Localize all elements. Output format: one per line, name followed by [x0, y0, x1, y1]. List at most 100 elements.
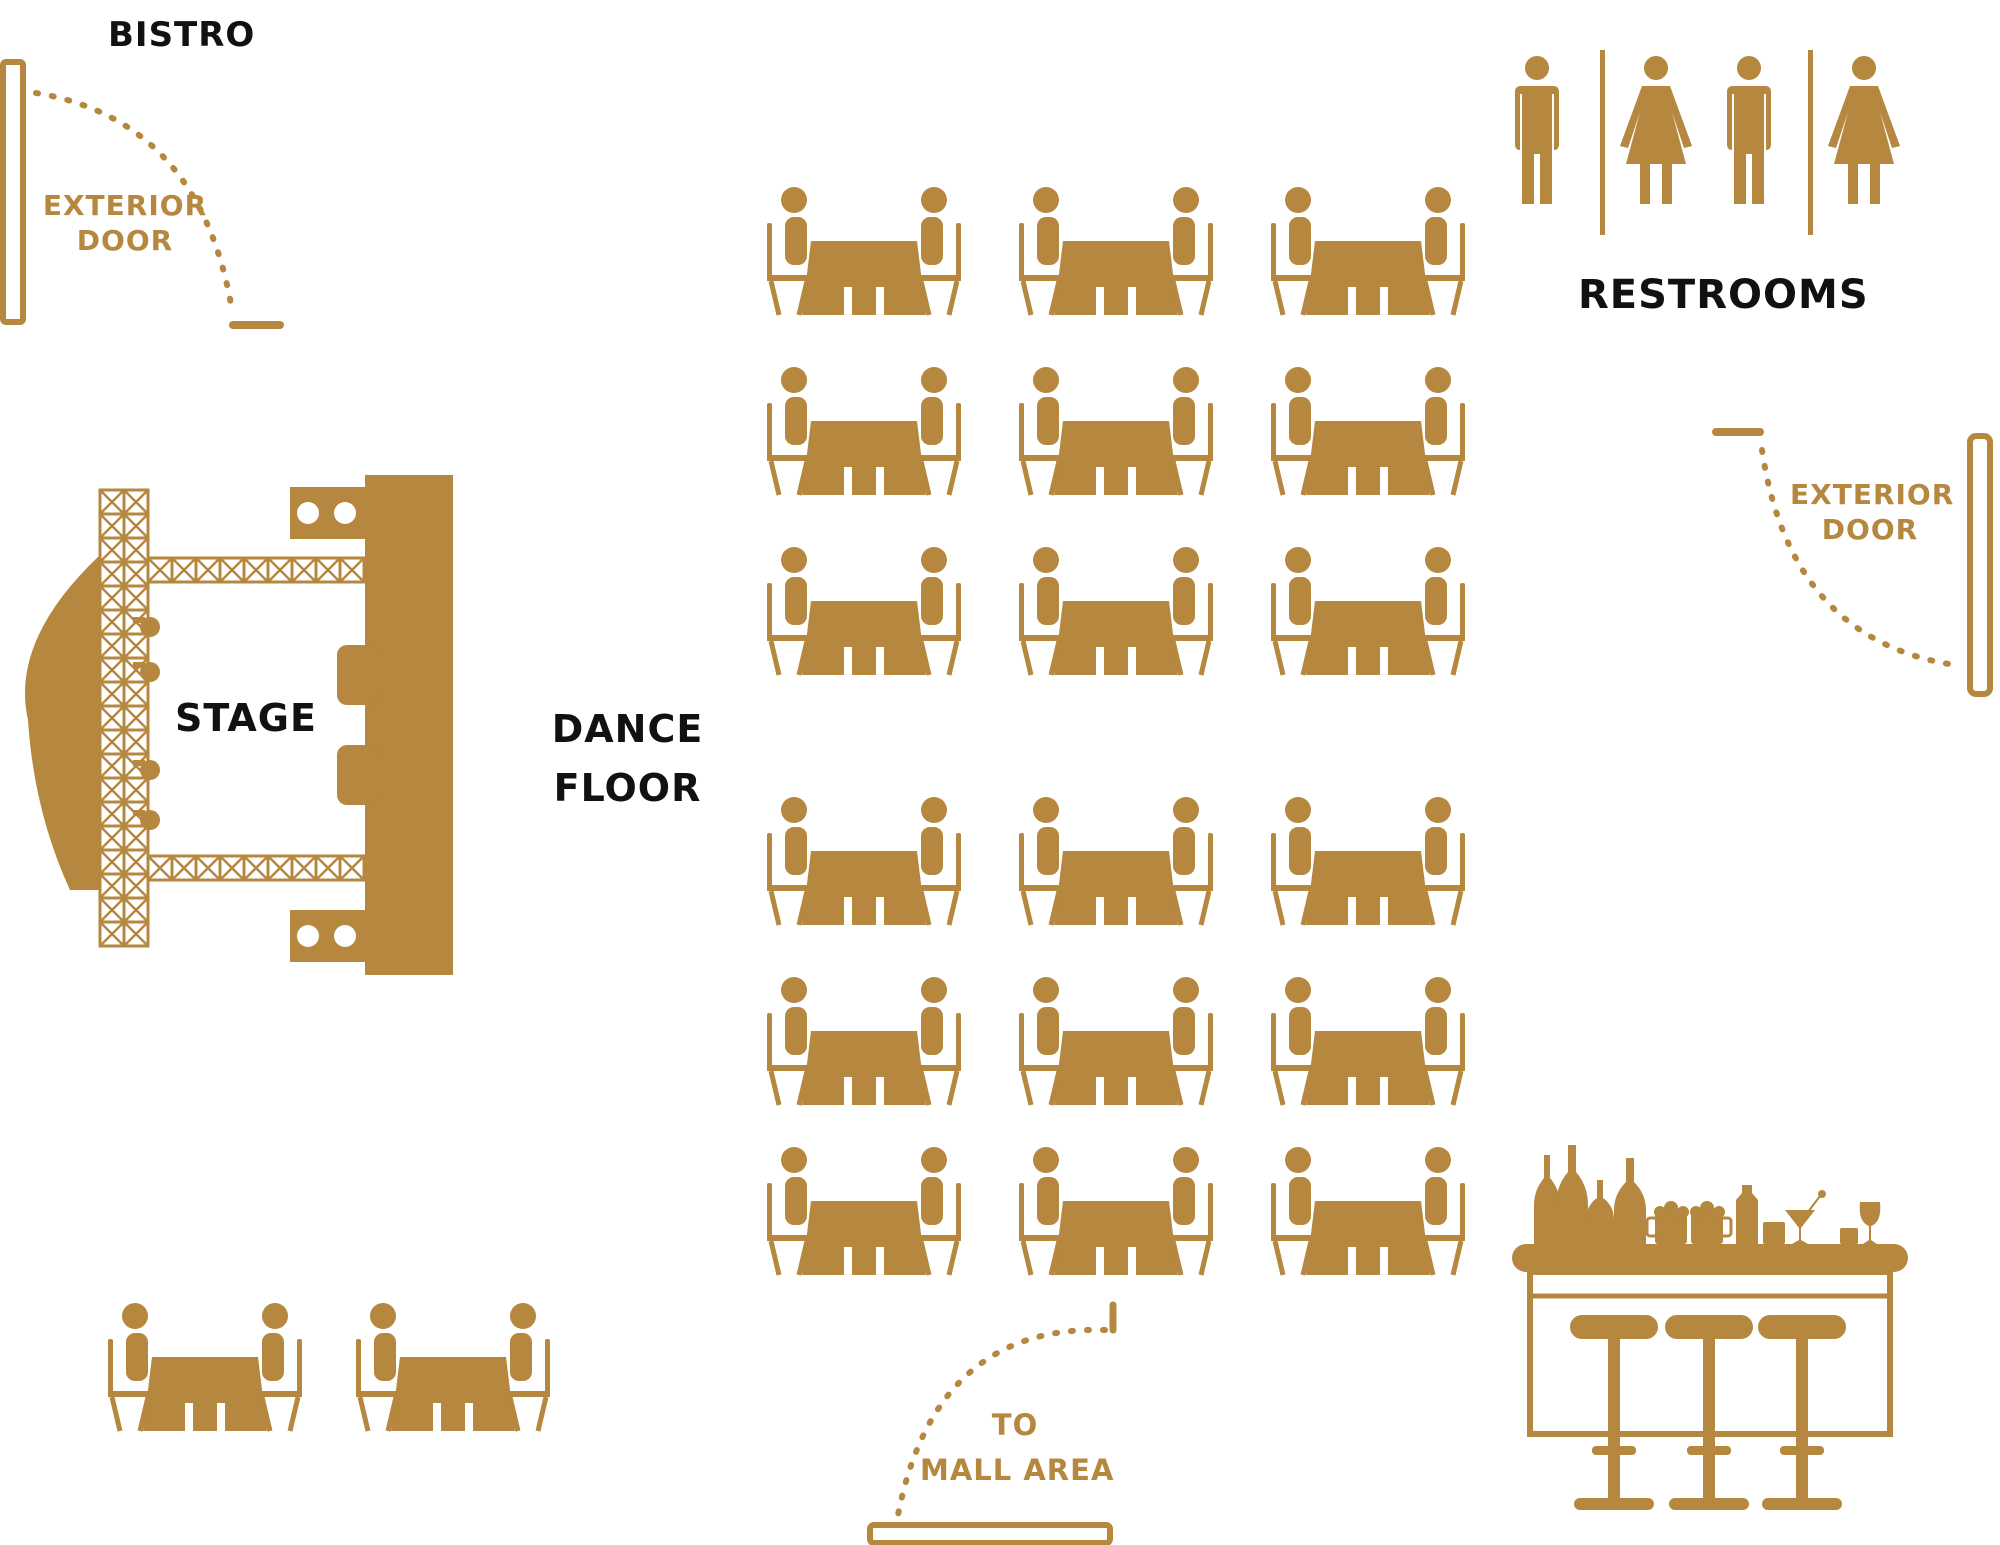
truss-segment [122, 824, 150, 852]
table-set-icon [767, 977, 961, 1105]
truss-segment [290, 854, 318, 882]
table-set-icon [1271, 797, 1465, 925]
exterior-door-right-line2: DOOR [1821, 513, 1919, 546]
truss-segment [122, 776, 150, 804]
dance-floor-line2: FLOOR [553, 765, 702, 810]
truss-segment [122, 848, 150, 876]
truss-segment [98, 776, 126, 804]
truss-segment [98, 536, 126, 564]
truss-segment [98, 560, 126, 588]
restroom-divider [1808, 50, 1813, 235]
table-set-icon [1019, 367, 1213, 495]
table-set-icon [1019, 1147, 1213, 1275]
truss-segment [266, 854, 294, 882]
truss-segment [122, 872, 150, 900]
truss-segment [98, 656, 126, 684]
bar-counter-icon [1512, 1145, 1908, 1510]
table-set-icon [1271, 367, 1465, 495]
truss-segment [98, 752, 126, 780]
truss-segment [98, 920, 126, 948]
men-restroom-icon [1727, 56, 1771, 204]
women-restroom-icon [1620, 56, 1692, 204]
truss-segment [266, 556, 294, 584]
truss-segment [314, 556, 342, 584]
stage-icon [25, 475, 453, 975]
truss-segment [242, 556, 270, 584]
truss-segment [98, 896, 126, 924]
mall-area-label: TO MALL AREA [920, 1403, 1115, 1493]
truss-segment [290, 556, 318, 584]
truss-segment [98, 488, 126, 516]
truss-segment [98, 872, 126, 900]
truss-segment [98, 512, 126, 540]
truss-segment [98, 824, 126, 852]
truss-segment [146, 556, 174, 584]
table-sets [108, 187, 1465, 1431]
restrooms-label: RESTROOMS [1578, 272, 1869, 318]
table-set-icon [1271, 1147, 1465, 1275]
table-set-icon [1271, 547, 1465, 675]
exterior-door-left-icon [0, 59, 284, 329]
table-set-icon [1271, 977, 1465, 1105]
dance-floor-line1: DANCE [551, 707, 704, 751]
truss-segment [122, 728, 150, 756]
mall-entrance-icon [867, 1301, 1117, 1545]
mall-area-line2: MALL AREA [920, 1452, 1115, 1487]
truss-segment [98, 800, 126, 828]
truss-segment [98, 584, 126, 612]
truss-segment [194, 854, 222, 882]
table-set-icon [767, 1147, 961, 1275]
table-set-icon [1019, 187, 1213, 315]
table-set-icon [108, 1303, 302, 1431]
exterior-door-right-line1: EXTERIOR [1790, 478, 1955, 511]
truss-segment [170, 854, 198, 882]
table-set-icon [767, 547, 961, 675]
table-set-icon [767, 797, 961, 925]
women-restroom-icon [1828, 56, 1900, 204]
exterior-door-right-icon [1712, 428, 1993, 697]
truss-segment [98, 704, 126, 732]
truss-segment [98, 680, 126, 708]
truss-segment [122, 488, 150, 516]
table-set-icon [1019, 547, 1213, 675]
exterior-door-left-line2: DOOR [76, 224, 174, 257]
truss-segment [242, 854, 270, 882]
restroom-icons [1515, 50, 1900, 235]
exterior-door-left-line1: EXTERIOR [42, 189, 208, 222]
truss-segment [122, 920, 150, 948]
truss-segment [146, 854, 174, 882]
truss-segment [122, 512, 150, 540]
truss-segment [122, 704, 150, 732]
truss-segment [122, 584, 150, 612]
table-set-icon [767, 187, 961, 315]
truss-segment [194, 556, 222, 584]
truss-segment [338, 556, 366, 584]
mall-area-line1: TO [991, 1408, 1039, 1442]
table-set-icon [1271, 187, 1465, 315]
truss-segment [98, 848, 126, 876]
stage-label: STAGE [175, 696, 317, 740]
men-restroom-icon [1515, 56, 1559, 204]
table-set-icon [767, 367, 961, 495]
truss-segment [122, 632, 150, 660]
exterior-door-right-label: EXTERIOR DOOR [1790, 477, 1955, 547]
table-set-icon [1019, 797, 1213, 925]
restroom-divider [1600, 50, 1605, 235]
bistro-label: BISTRO [108, 15, 256, 55]
truss-segment [98, 728, 126, 756]
truss-segment [122, 560, 150, 588]
truss-segment [338, 854, 366, 882]
truss-segment [98, 632, 126, 660]
truss-segment [170, 556, 198, 584]
table-set-icon [356, 1303, 550, 1431]
dance-floor-label: DANCE FLOOR [545, 700, 710, 818]
table-set-icon [1019, 977, 1213, 1105]
exterior-door-left-label: EXTERIOR DOOR [40, 188, 210, 258]
truss-segment [314, 854, 342, 882]
truss-segment [218, 854, 246, 882]
truss-segment [218, 556, 246, 584]
truss-segment [122, 680, 150, 708]
truss-segment [98, 608, 126, 636]
truss-segment [122, 536, 150, 564]
